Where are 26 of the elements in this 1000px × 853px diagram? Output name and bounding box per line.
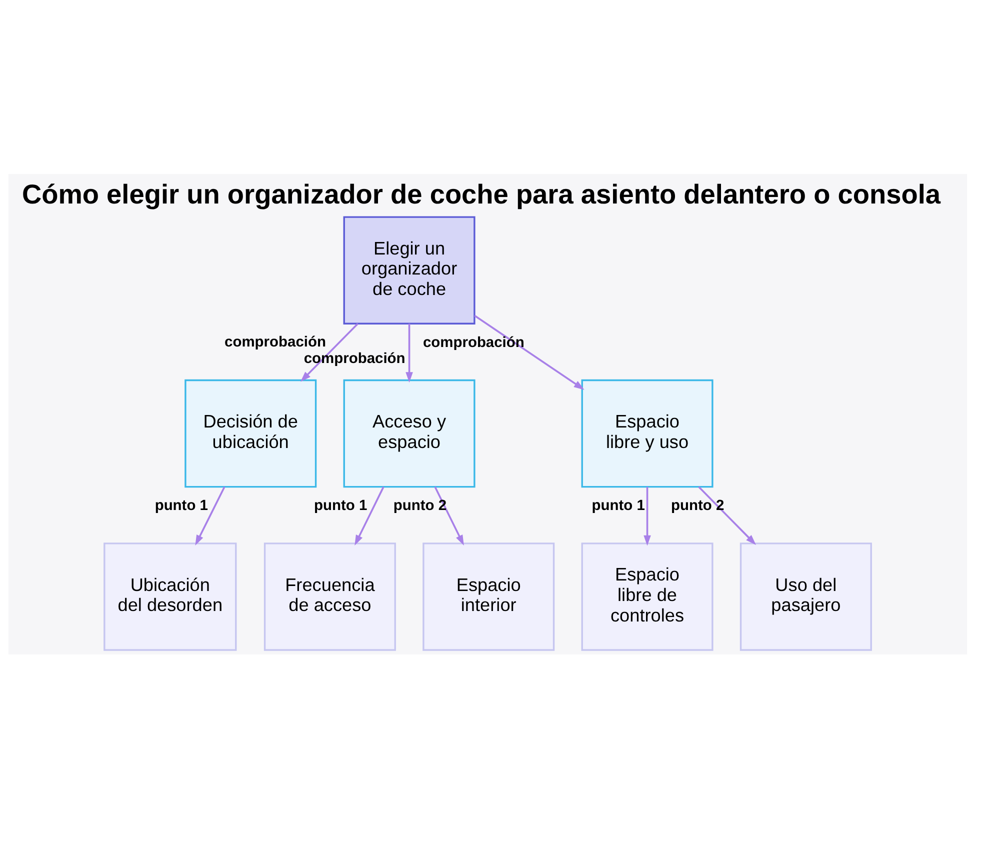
node-box: Elegir un organizador de coche [343,216,476,324]
edge-label: punto 1 [154,498,208,514]
arrow [644,486,651,546]
arrow [474,314,584,390]
edge-label: punto 1 [314,498,368,514]
arrow [354,486,384,546]
edge-label: punto 2 [671,498,724,514]
node-box: Acceso y espacio [343,379,476,488]
arrow [406,324,413,383]
node-box: Uso del pasajero [740,542,872,651]
arrow [195,486,226,546]
edge-label: comprobación [304,350,406,367]
arrow [698,486,756,545]
edge-label: comprobación [224,334,326,351]
edge-label: punto 2 [393,498,447,514]
node-box: Ubicación del desorden [104,542,237,651]
edge-label: punto 1 [592,498,645,514]
diagram-title: Cómo elegir un organizador de coche para asiento delantero o consola [22,178,941,210]
node-box: Espacio libre y uso [581,379,714,488]
node-box: Espacio interior [422,542,555,651]
edge-label: comprobación [422,334,524,351]
arrow [434,486,464,546]
node-box: Espacio libre de controles [581,542,714,651]
node-box: Frecuencia de acceso [264,542,396,651]
arrow [300,323,358,382]
node-box: Decisión de ubicación [184,379,317,488]
